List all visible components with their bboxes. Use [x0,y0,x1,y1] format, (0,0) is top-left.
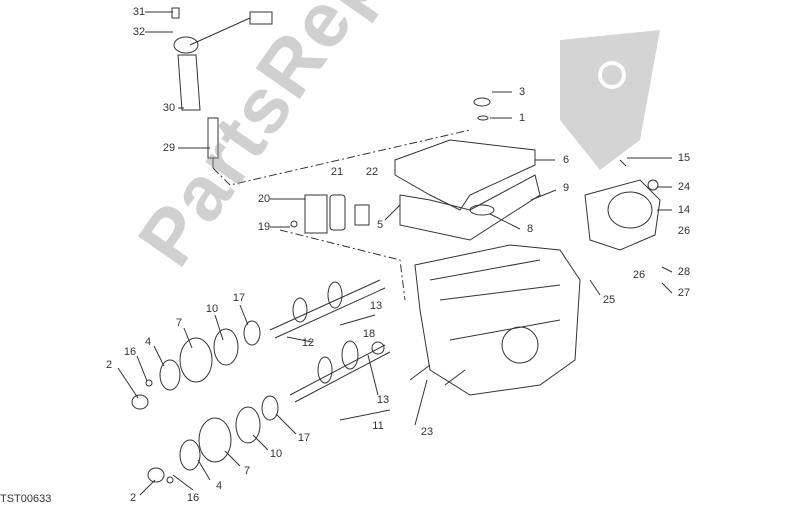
callout-8[interactable]: 8 [526,223,534,235]
gear-icon [598,61,626,89]
callout-26[interactable]: 26 [677,225,691,237]
callout-24[interactable]: 24 [677,181,691,193]
callout-28[interactable]: 28 [677,266,691,278]
callout-21[interactable]: 21 [330,166,344,178]
gear [213,328,239,366]
intake-flange [584,159,661,251]
cover-plate [304,194,328,234]
callout-6[interactable]: 6 [562,154,570,166]
callout-22[interactable]: 22 [365,166,379,178]
sprocket [179,337,213,383]
callout-12[interactable]: 12 [301,337,315,349]
callout-17b[interactable]: 17 [297,432,311,444]
callout-18[interactable]: 18 [362,328,376,340]
callout-29[interactable]: 29 [162,142,176,154]
watermark-gear-flag-icon [560,30,660,170]
camshaft-upper [269,279,386,339]
drawing-code: TST00633 [0,493,52,505]
callout-14[interactable]: 14 [677,204,691,216]
callout-7[interactable]: 7 [175,317,183,329]
washer [159,359,181,391]
callout-4b[interactable]: 4 [215,480,223,492]
callout-32[interactable]: 32 [132,26,146,38]
camshaft-lower [289,340,391,403]
callout-31[interactable]: 31 [132,6,146,18]
callout-23[interactable]: 23 [420,426,434,438]
ignition-coil [171,7,273,168]
callout-11[interactable]: 11 [372,420,384,432]
callout-10[interactable]: 10 [205,303,219,315]
seal [243,320,261,346]
cylinder-head [414,244,581,396]
callout-25[interactable]: 25 [602,294,616,306]
callout-16b[interactable]: 16 [186,492,200,504]
callout-13[interactable]: 13 [369,300,383,312]
sprocket [198,417,232,463]
callout-26b[interactable]: 26 [632,269,646,281]
callout-2[interactable]: 2 [105,359,113,371]
callout-2b[interactable]: 2 [129,492,137,504]
callout-27[interactable]: 27 [677,287,691,299]
callout-13b[interactable]: 13 [376,394,390,406]
bolt [290,220,298,228]
callout-20[interactable]: 20 [257,193,271,205]
callout-17[interactable]: 17 [232,292,246,304]
callout-5[interactable]: 5 [376,219,384,231]
callout-9[interactable]: 9 [562,182,570,194]
callout-10b[interactable]: 10 [269,448,283,460]
callout-15[interactable]: 15 [677,152,691,164]
callout-3[interactable]: 3 [518,86,526,98]
callout-7b[interactable]: 7 [243,465,251,477]
callout-4[interactable]: 4 [144,336,152,348]
callout-19[interactable]: 19 [257,221,271,233]
callout-16[interactable]: 16 [123,346,137,358]
gasket [329,194,346,231]
nut [131,394,149,410]
callout-1[interactable]: 1 [518,112,526,124]
sensor [354,204,370,226]
callout-30[interactable]: 30 [162,102,176,114]
valve-cover [394,97,541,241]
